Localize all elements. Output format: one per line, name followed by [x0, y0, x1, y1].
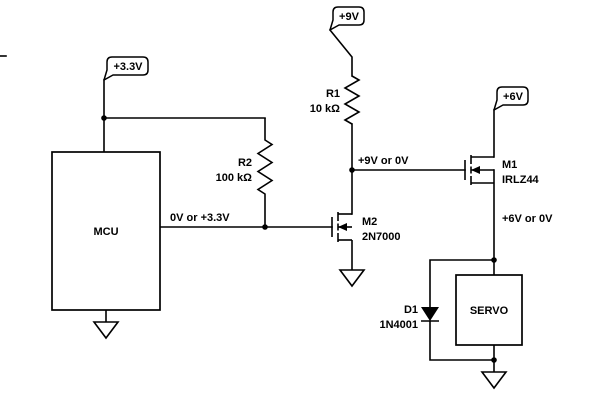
d1-value: 1N4001: [379, 319, 418, 331]
r2-value: 100 kΩ: [216, 172, 253, 184]
diode-triangle: [421, 307, 439, 321]
power-tag-6v: +6V: [493, 86, 529, 111]
junction-dot: [262, 224, 268, 230]
body-arrow: [338, 223, 347, 231]
net-flag-shape: [103, 56, 149, 81]
r1-value: 10 kΩ: [310, 103, 340, 115]
junction-dot: [101, 115, 107, 121]
m2-ref: M2: [362, 216, 377, 228]
power-tag-9v: +9V: [329, 6, 365, 31]
mcu-box: [51, 151, 161, 311]
diode-d1: D1 1N4001: [379, 304, 439, 331]
servo-box: [455, 274, 523, 346]
junction-dot: [491, 257, 497, 263]
wire: [328, 28, 353, 77]
m1-value: IRLZ44: [502, 174, 540, 186]
ground-servo: [480, 371, 508, 390]
junction-dot: [349, 167, 355, 173]
resistor-body: [256, 118, 274, 227]
power-tag-3v3: +3.3V: [103, 56, 149, 81]
wire: [429, 320, 495, 361]
wire: [429, 259, 495, 308]
mcu-label: MCU: [93, 226, 118, 238]
resistor-r2: R2 100 kΩ: [216, 118, 274, 227]
m2-value: 2N7000: [362, 231, 401, 243]
ground-mcu: [92, 310, 120, 340]
r1-ref: R1: [326, 88, 340, 100]
m1-ref: M1: [502, 159, 517, 171]
ground-m2: [338, 269, 366, 288]
mcu-block: MCU: [51, 151, 161, 311]
ground-triangle: [338, 269, 366, 288]
power-tag-6v-label: +6V: [503, 91, 524, 103]
servo-block: SERVO: [455, 274, 523, 346]
body-arrow: [471, 166, 480, 174]
power-tag-3v3-label: +3.3V: [113, 61, 143, 73]
r2-ref: R2: [238, 157, 252, 169]
ground-triangle: [92, 321, 120, 340]
junction-dots: [101, 115, 497, 363]
mosfet-m2: M2 2N7000: [331, 212, 401, 270]
power-tag-9v-label: +9V: [339, 11, 360, 23]
ground-triangle: [480, 371, 508, 390]
net-flag-shape: [493, 86, 529, 111]
servo-label: SERVO: [470, 305, 509, 317]
junction-dot: [491, 357, 497, 363]
resistor-body: [343, 75, 361, 125]
net-label-m1-out: +6V or 0V: [502, 213, 553, 225]
net-label-m2-drain: +9V or 0V: [358, 155, 409, 167]
net-flag-shape: [329, 6, 365, 31]
net-label-mcu-out: 0V or +3.3V: [170, 212, 230, 224]
mosfet-m1: M1 IRLZ44: [464, 155, 540, 186]
d1-ref: D1: [404, 304, 418, 316]
resistor-r1: R1 10 kΩ: [310, 75, 361, 125]
